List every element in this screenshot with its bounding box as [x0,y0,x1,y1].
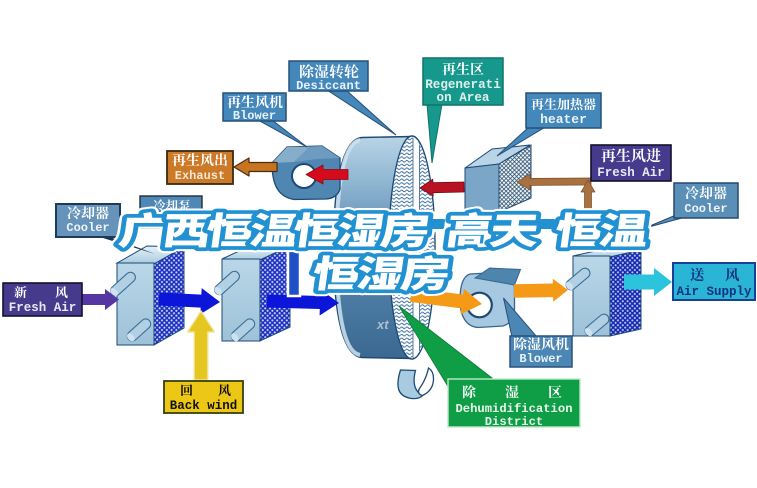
svg-text:on Area: on Area [437,91,490,105]
svg-text:Air Supply: Air Supply [676,285,752,299]
svg-text:Cooler: Cooler [66,221,109,235]
svg-text:Back wind: Back wind [170,399,238,413]
svg-text:heater: heater [540,112,587,127]
svg-text:Dehumidification: Dehumidification [455,402,572,416]
svg-text:Blower: Blower [519,352,562,366]
svg-text:xt: xt [376,317,389,332]
svg-text:Desiccant: Desiccant [296,79,361,93]
svg-text:Blower: Blower [233,109,276,123]
svg-text:Fresh Air: Fresh Air [9,301,77,315]
svg-text:Fresh Air: Fresh Air [597,166,665,180]
svg-text:Cooler: Cooler [684,202,727,216]
svg-text:Exhaust: Exhaust [175,169,225,183]
svg-text:District: District [485,415,544,429]
svg-text:Regenerati: Regenerati [425,78,501,92]
